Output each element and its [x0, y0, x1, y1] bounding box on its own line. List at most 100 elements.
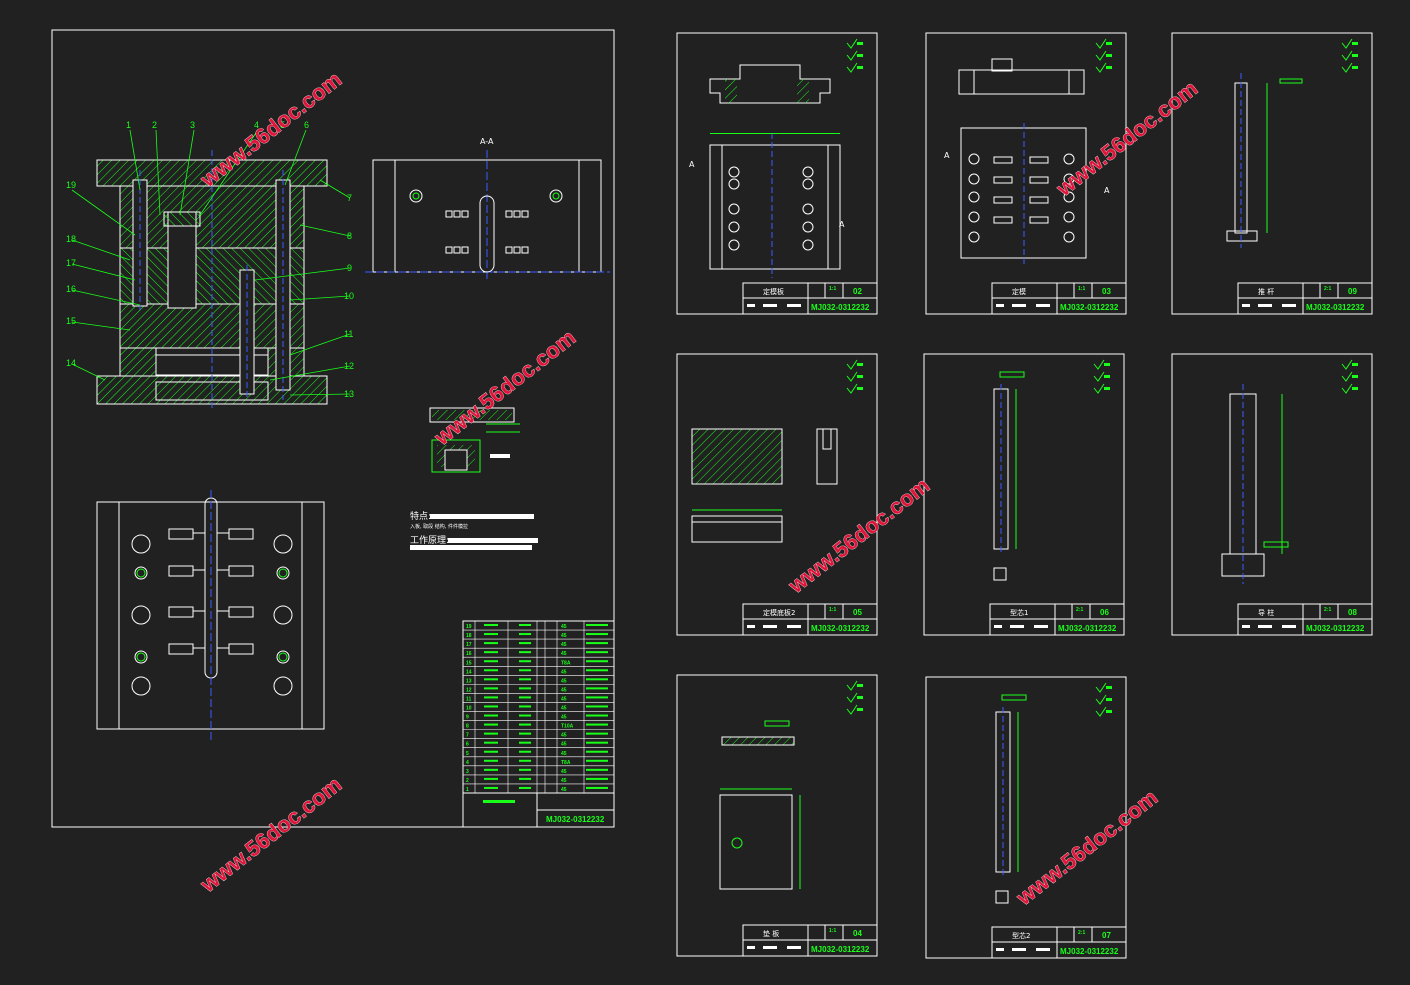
part-number-7: 7 [347, 193, 352, 203]
section-mark: A [1104, 186, 1110, 195]
plan-cavity [228, 565, 254, 577]
section-mark: A [839, 220, 845, 229]
part-number-8: 8 [347, 231, 352, 241]
bom-row-material: 45 [561, 715, 567, 721]
part-number-13: 13 [344, 389, 354, 399]
bom-row-material: 45 [561, 769, 567, 775]
part-sheet-name: 推 杆 [1258, 287, 1274, 296]
part-sheet-number: 09 [1348, 287, 1357, 296]
plan-cavity [168, 606, 194, 618]
plan-hole [276, 566, 290, 580]
bom-row-material: 45 [561, 787, 567, 793]
bom-row-material: T8A [561, 660, 571, 666]
plan-cavity [228, 606, 254, 618]
bom-row-material: 45 [561, 669, 567, 675]
part-sheet-name: 定模底板2 [763, 608, 795, 617]
part-sheet-name: 型芯1 [1010, 608, 1028, 617]
part-sheet-number: 03 [1102, 287, 1111, 296]
part-sheet-number: 06 [1100, 608, 1109, 617]
bom-row-number: 18 [466, 633, 472, 639]
bom-row-material: 45 [561, 633, 567, 639]
bom-row-material: 45 [561, 778, 567, 784]
bom-drawing-code: MJ032-0312232 [546, 815, 605, 824]
part-sheet-code: MJ032-0312232 [1306, 303, 1365, 312]
plan-hole [131, 605, 151, 625]
mold-plan-view [96, 490, 325, 740]
part-sheet-number: 04 [853, 929, 862, 938]
part-sheet-code: MJ032-0312232 [1060, 303, 1119, 312]
bom-row-number: 16 [466, 651, 472, 657]
part-sheet-code: MJ032-0312232 [811, 624, 870, 633]
bom-row-number: 1 [466, 787, 469, 793]
bom-row-material: 45 [561, 742, 567, 748]
part-sheet-name: 导 柱 [1258, 608, 1274, 617]
watermark-layer: www.56doc.comwww.56doc.comwww.56doc.comw… [195, 66, 1203, 911]
bom-row-material: 45 [561, 651, 567, 657]
bom-row-number: 4 [466, 760, 469, 766]
part-sheet-name: 定模板 [763, 287, 784, 296]
mold-section-view [71, 129, 351, 410]
bom-row-number: 10 [466, 706, 472, 712]
part-sheet-code: MJ032-0312232 [1060, 947, 1119, 956]
part-number-10: 10 [344, 291, 354, 301]
part-number-16: 16 [66, 284, 76, 294]
part-sheet-number: 07 [1102, 931, 1111, 940]
bom-row-number: 8 [466, 724, 469, 730]
bom-row-number: 3 [466, 769, 469, 775]
plan-hole [131, 676, 151, 696]
section-mark: A [944, 151, 950, 160]
bom-row-number: 9 [466, 715, 469, 721]
assembly-sheet[interactable]: 1 2 3 4 5 6 7 8 9 10 11 12 13 14 15 16 1… [51, 29, 615, 828]
part-sheet-name: 垫 板 [763, 929, 779, 938]
plan-cavity [228, 643, 254, 655]
part-sheet-scale: 2:1 [1078, 930, 1085, 936]
bom-row-number: 19 [466, 624, 472, 630]
bom-row-number: 6 [466, 742, 469, 748]
part-number-9: 9 [347, 263, 352, 273]
features-text: 入板, 取段 结构, 件件模拉 [410, 523, 468, 530]
features-heading: 特点: [410, 510, 431, 522]
part-sheet-scale: 2:1 [1324, 607, 1331, 613]
plan-hole [273, 676, 293, 696]
part-sheet-number: 05 [853, 608, 862, 617]
bom-row-material: T8A [561, 760, 571, 766]
part-number-11: 11 [344, 329, 353, 339]
principle-text-redacted-bar-2 [410, 545, 532, 550]
principle-text-redacted-bar [448, 538, 538, 543]
bom-row-material: 45 [561, 642, 567, 648]
part-sheet-code: MJ032-0312232 [1058, 624, 1117, 633]
part-sheet-scale: 1:1 [829, 928, 836, 934]
bom-row-number: 17 [466, 642, 472, 648]
bom-row-number: 11 [466, 696, 472, 702]
part-number-2: 2 [152, 120, 157, 130]
plan-hole [273, 605, 293, 625]
part-sheet-scale: 1:1 [829, 607, 836, 613]
watermark-text: www.56doc.com [195, 772, 346, 898]
bom-row-number: 5 [466, 751, 469, 757]
part-sheet-scale: 1:1 [1078, 286, 1085, 292]
part-number-15: 15 [66, 316, 76, 326]
part-sheet-name: 型芯2 [1012, 931, 1030, 940]
part-number-1: 1 [126, 120, 131, 130]
bom-row-number: 7 [466, 733, 469, 739]
bom-row-material: 45 [561, 751, 567, 757]
plan-hole [134, 650, 148, 664]
bom-row-number: 2 [466, 778, 469, 784]
bom-row-number: 13 [466, 678, 472, 684]
part-sheet-scale: 1:1 [829, 286, 836, 292]
section-mark: A [689, 160, 695, 169]
part-number-3: 3 [190, 120, 195, 130]
plan-hole [134, 566, 148, 580]
bom-row-number: 15 [466, 660, 472, 666]
bom-row-number: 14 [466, 669, 472, 675]
